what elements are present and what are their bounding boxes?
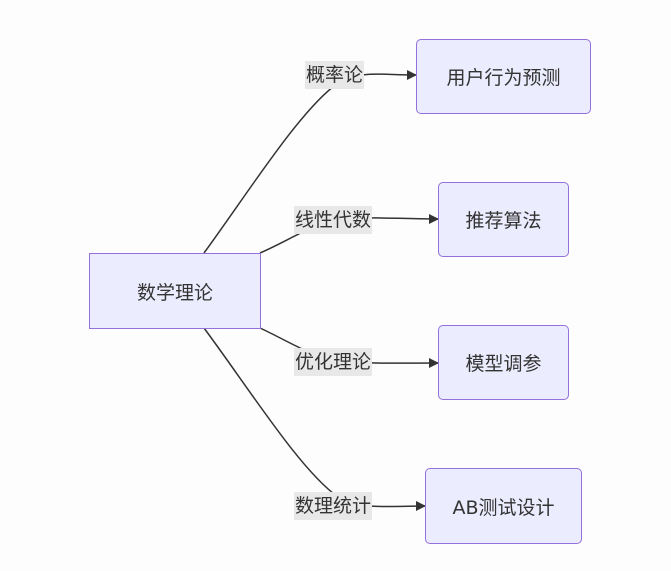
edge-statistics (203, 327, 426, 512)
node-ab-test-design[interactable]: AB测试设计 (425, 468, 582, 544)
node-model-tuning[interactable]: 模型调参 (438, 325, 569, 400)
edge-label-probability: 概率论 (305, 61, 365, 89)
root-node[interactable]: 数学理论 (89, 253, 261, 329)
node-label: 推荐算法 (465, 210, 542, 232)
node-label: 模型调参 (465, 353, 542, 375)
root-node-label: 数学理论 (136, 281, 213, 304)
edge-label-optimization: 优化理论 (294, 348, 373, 376)
edge-label-statistics: 数理统计 (294, 492, 373, 520)
node-label: AB测试设计 (452, 496, 555, 519)
edge-label-linear-algebra: 线性代数 (294, 206, 373, 234)
node-recommendation-algorithm[interactable]: 推荐算法 (438, 182, 569, 257)
edge-probability (203, 69, 417, 254)
node-user-behavior-prediction[interactable]: 用户行为预测 (416, 39, 591, 114)
node-label: 用户行为预测 (446, 67, 561, 89)
